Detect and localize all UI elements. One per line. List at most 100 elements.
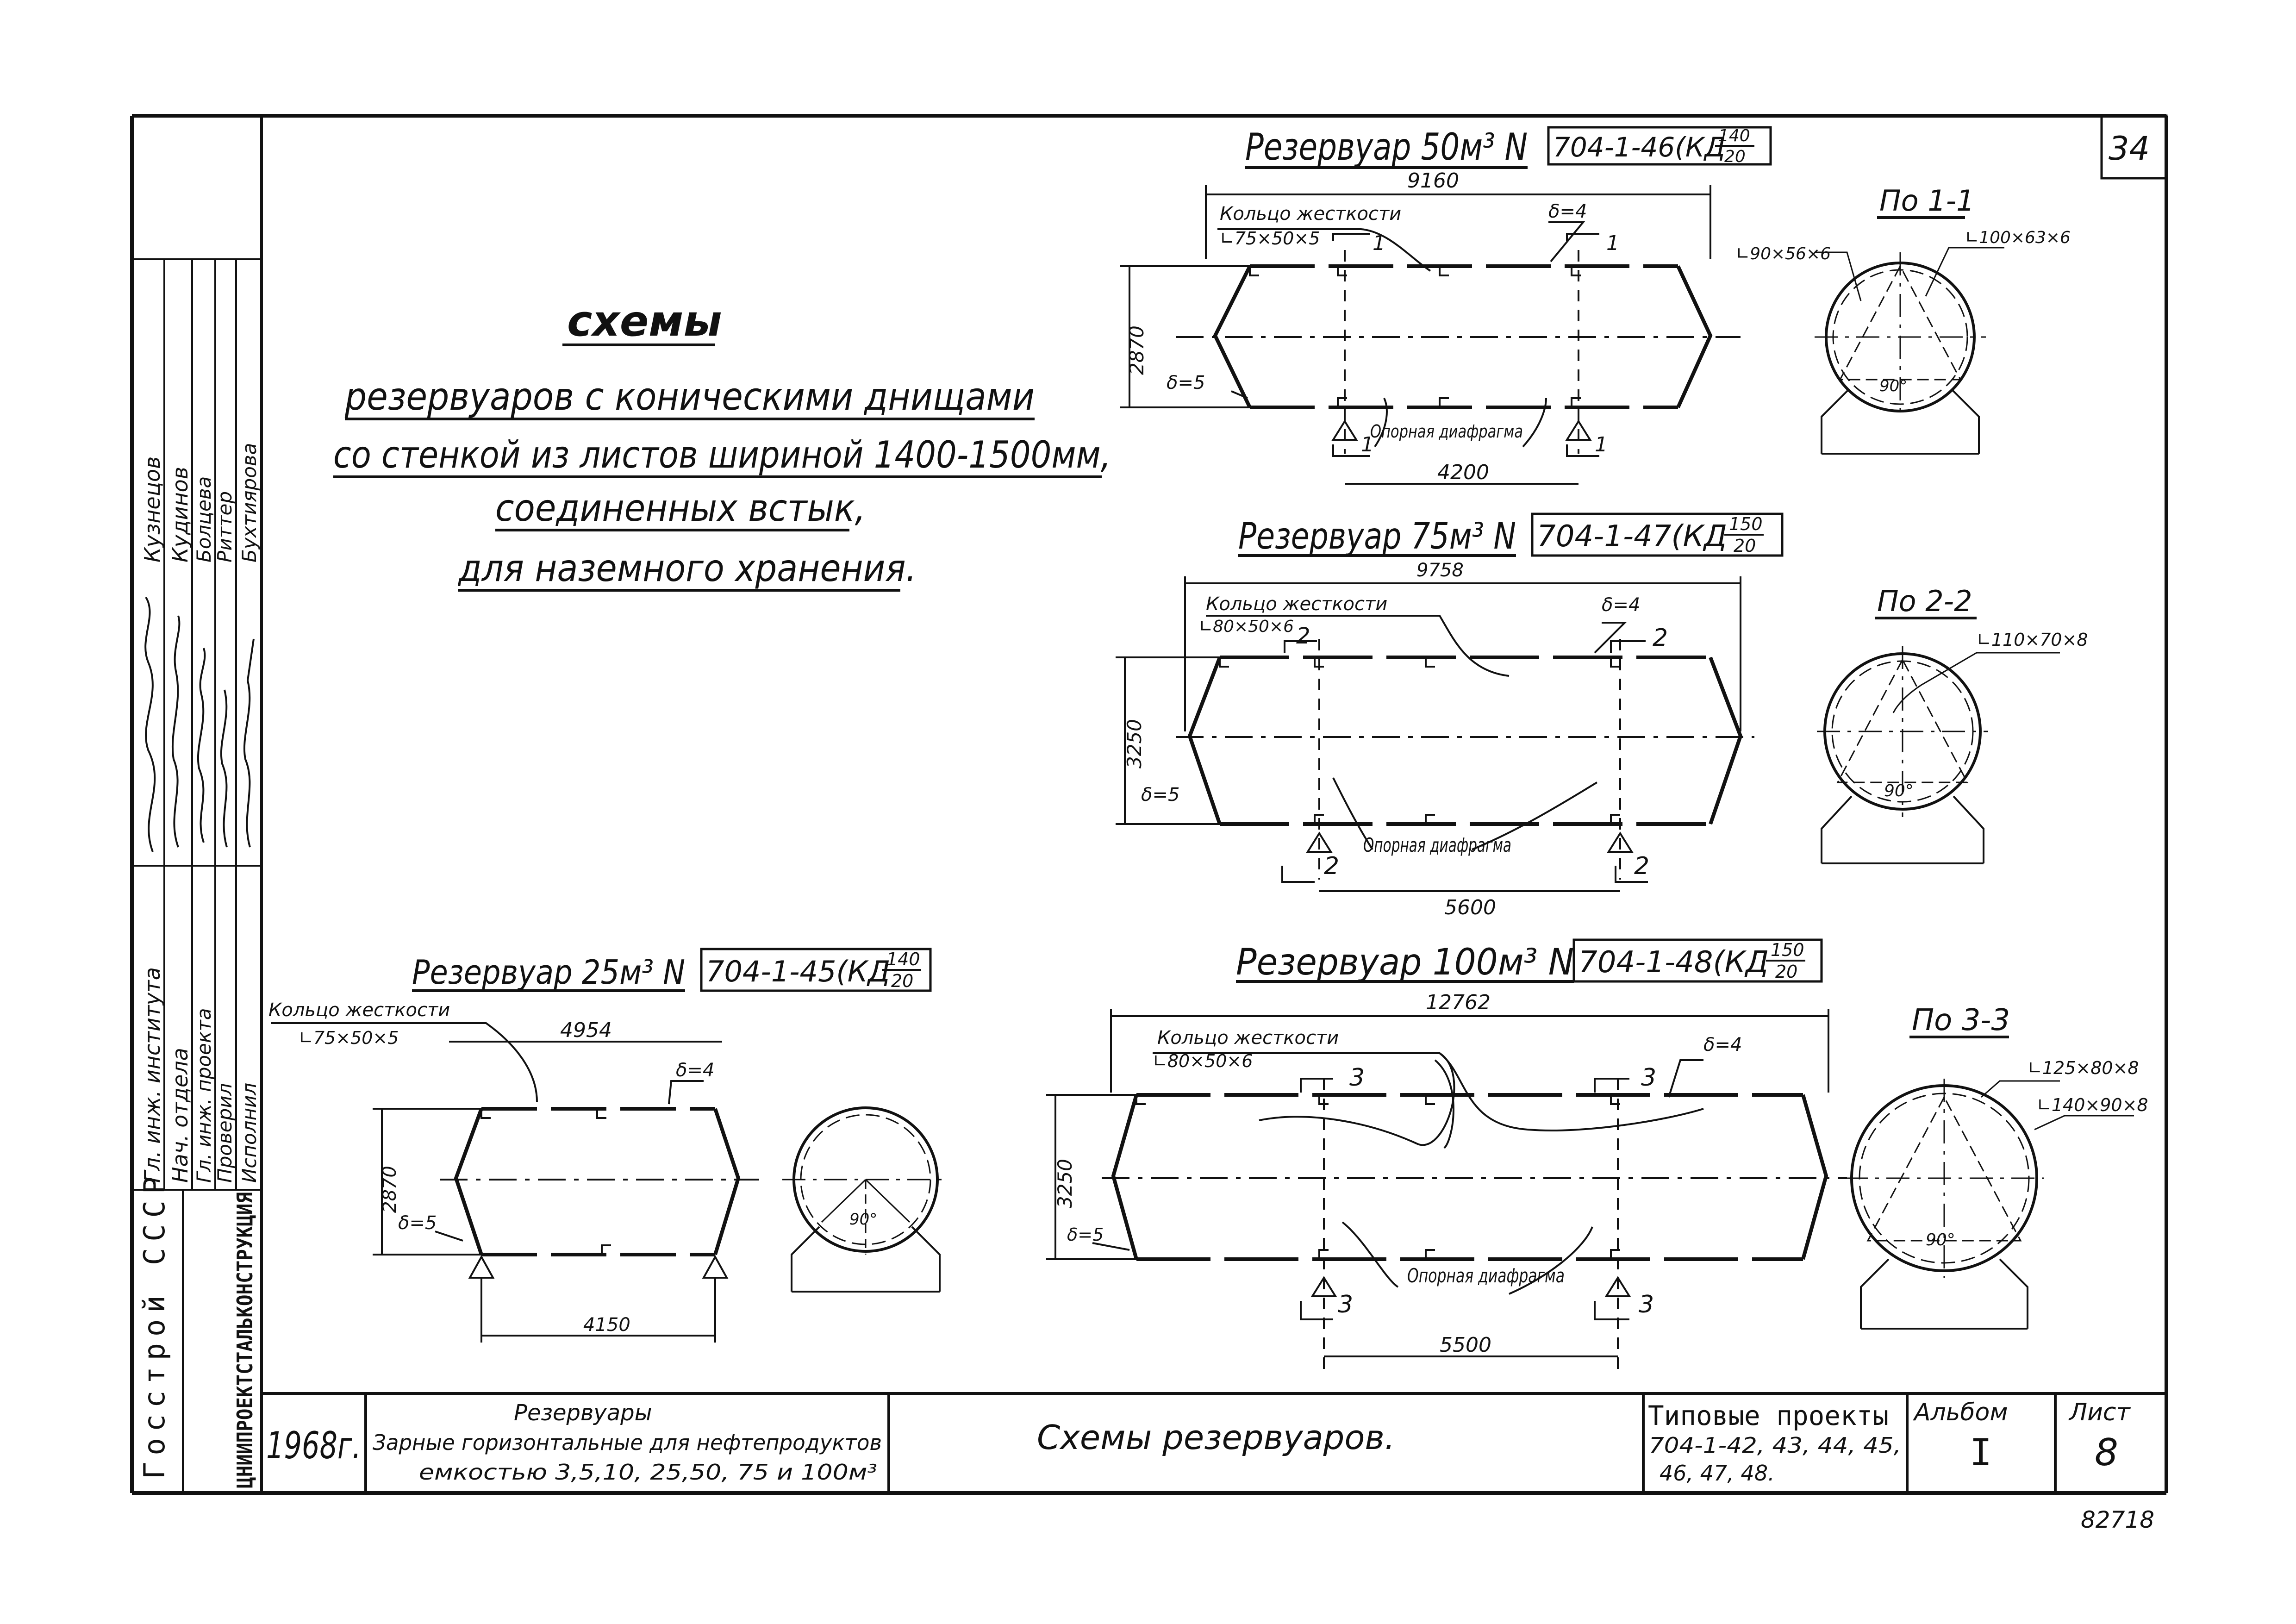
tank-50-frac-num: 140 xyxy=(1718,126,1750,145)
tank-50-section-mark-tr: 1 xyxy=(1606,231,1619,255)
tank-25-bottom-thickness: δ=5 xyxy=(398,1212,437,1234)
title-year: 1968г. xyxy=(266,1424,361,1467)
tank-100-title: Резервуар 100м³ N xyxy=(1236,942,1574,983)
name-ritter: Риттер xyxy=(213,491,236,562)
tank-100-section-title: По 3-3 xyxy=(1912,1003,2010,1037)
tank-50-title: Резервуар 50м³ N xyxy=(1245,125,1528,169)
tank-25-section: 90° xyxy=(782,1106,949,1293)
main-title-line4: соединенных встык, xyxy=(495,487,866,530)
name-boltseva: Болцева xyxy=(193,476,215,562)
tank-50-section-mark-br: 1 xyxy=(1595,433,1608,456)
org-tsniiproekt: ЦНИИПРОЕКТСТАЛЬКОНСТРУКЦИЯ xyxy=(232,1192,257,1488)
role-checked: Проверил xyxy=(213,1083,236,1183)
tank-100-bottom-thickness: δ=5 xyxy=(1067,1224,1104,1245)
projects-line1: 704-1-42, 43, 44, 45, xyxy=(1649,1433,1901,1458)
tank-100-section-mark-bl: 3 xyxy=(1338,1291,1353,1318)
tank-75-frac-num: 150 xyxy=(1729,514,1763,534)
tank-100-length: 12762 xyxy=(1426,991,1491,1014)
tank-75-section-mark-br: 2 xyxy=(1634,852,1649,880)
tank-50-bottom-thickness: δ=5 xyxy=(1167,372,1205,394)
tank-100-frac-num: 150 xyxy=(1771,940,1804,960)
tank-75-code: 704-1-47(КД xyxy=(1537,519,1727,554)
tank-50-elevation: 9160 2870 Кольцо жесткости ∟75×50×5 δ=4 … xyxy=(1120,169,1741,485)
tank-100-header: Резервуар 100м³ N 704-1-48(КД 150 20 xyxy=(1236,938,1823,983)
sheet-frame xyxy=(130,114,2168,1495)
tank-75-ring-label: Кольцо жесткости xyxy=(1206,593,1387,615)
tank-100-section-profile-right2: ∟140×90×8 xyxy=(2037,1095,2148,1115)
page-number: 34 xyxy=(2109,130,2150,168)
tank-50-section-title: По 1-1 xyxy=(1879,184,1975,218)
name-kuznetsov: Кузнецов xyxy=(140,456,165,562)
tank-75-title: Резервуар 75м³ N xyxy=(1238,516,1516,557)
title-desc-line3: емкостью 3,5,10, 25,50, 75 и 100м³ xyxy=(419,1460,877,1485)
tank-75-frac-den: 20 xyxy=(1734,536,1756,556)
tank-100-section-mark-tr: 3 xyxy=(1641,1064,1656,1092)
tank-50-diaphragm-label: Опорная диафрагма xyxy=(1370,421,1523,442)
tank-25-ring-profile: ∟75×50×5 xyxy=(299,1028,399,1048)
tank-50-header: Резервуар 50м³ N 704-1-46(КД 140 20 xyxy=(1245,125,1772,169)
tank-25-frac-den: 20 xyxy=(891,971,913,991)
tank-100-code: 704-1-48(КД xyxy=(1578,945,1769,980)
tank-100-ring-profile: ∟80×50×6 xyxy=(1153,1051,1253,1071)
role-dept-head: Нач. отдела xyxy=(168,1048,193,1183)
main-title-line2: резервуаров с коническими днищами xyxy=(344,375,1035,419)
album-label: Альбом xyxy=(1913,1399,2008,1426)
tank-50-section-profile-right: ∟100×63×6 xyxy=(1965,228,2071,247)
tank-75-support-distance: 5600 xyxy=(1444,896,1496,919)
tank-75-section: По 2-2 ∟110×70×8 90° xyxy=(1817,584,2088,864)
title-desc-line2: Зарные горизонтальные для нефтепродуктов xyxy=(373,1430,882,1455)
tank-75-length: 9758 xyxy=(1416,560,1464,581)
org-gosstroy: Госстрой СССР xyxy=(137,1170,171,1479)
signatures xyxy=(144,596,255,852)
tank-50-ring-profile: ∟75×50×5 xyxy=(1220,228,1320,249)
projects-label: Типовые проекты xyxy=(1648,1400,1889,1431)
tank-75-section-mark-tl: 2 xyxy=(1296,623,1310,649)
tank-100-frac-den: 20 xyxy=(1775,962,1797,982)
tank-50-height: 2870 xyxy=(1125,325,1148,375)
tank-75-height: 3250 xyxy=(1123,719,1146,768)
tank-75-section-angle: 90° xyxy=(1884,781,1914,800)
tank-25-section-angle: 90° xyxy=(849,1210,877,1229)
tank-25-code: 704-1-45(КД xyxy=(706,955,890,988)
tank-50-section-profile-left: ∟90×56×6 xyxy=(1736,244,1831,263)
tank-75-ring-profile: ∟80×50×6 xyxy=(1199,617,1294,636)
tank-50-section-angle: 90° xyxy=(1879,377,1907,395)
tank-100-section-angle: 90° xyxy=(1926,1230,1955,1249)
main-title-line3: со стенкой из листов шириной 1400-1500мм… xyxy=(333,433,1111,476)
tank-75-section-mark-tr: 2 xyxy=(1653,624,1668,652)
tank-50-section-mark-bl: 1 xyxy=(1361,433,1374,456)
tank-100-support-distance: 5500 xyxy=(1440,1333,1491,1357)
projects-line2: 46, 47, 48. xyxy=(1660,1461,1775,1486)
sheet-title: Схемы резервуаров. xyxy=(1037,1418,1395,1457)
tank-50-frac-den: 20 xyxy=(1724,147,1746,166)
tank-25-shell-thickness: δ=4 xyxy=(676,1060,714,1081)
tank-100-section-profile-right: ∟125×80×8 xyxy=(2028,1058,2139,1078)
role-project-engineer: Гл. инж. проекта xyxy=(193,1008,215,1183)
tank-25-frac-num: 140 xyxy=(886,949,920,969)
tank-75-diaphragm-label: Опорная диафрагма xyxy=(1363,834,1511,856)
album-value: I xyxy=(1970,1431,1992,1474)
tank-100-section-mark-br: 3 xyxy=(1639,1291,1654,1318)
tank-25-elevation: 4954 2870 Кольцо жесткости ∟75×50×5 δ=4 … xyxy=(268,999,759,1343)
main-title-line5: для наземного хранения. xyxy=(457,547,917,590)
tank-50-support-distance: 4200 xyxy=(1437,461,1489,484)
role-chief-engineer: Гл. инж. института xyxy=(140,967,165,1183)
main-title: схемы резервуаров с коническими днищами … xyxy=(333,296,1111,592)
tank-50-length: 9160 xyxy=(1407,169,1459,193)
tank-100-section: По 3-3 ∟125×80×8 ∟140×90×8 90° xyxy=(1845,1003,2148,1330)
tank-50-code: 704-1-46(КД xyxy=(1553,131,1725,163)
tank-75-bottom-thickness: δ=5 xyxy=(1141,784,1179,806)
sheet-value: 8 xyxy=(2095,1431,2118,1474)
tank-100-elevation: 12762 3250 Кольцо жесткости ∟80×50×6 δ=4… xyxy=(1046,991,1847,1370)
tank-25-ring-label: Кольцо жесткости xyxy=(268,999,450,1021)
tank-75-section-title: По 2-2 xyxy=(1877,584,1972,618)
tank-100-ring-label: Кольцо жесткости xyxy=(1157,1027,1339,1049)
tank-25-header: Резервуар 25м³ N 704-1-45(КД 140 20 xyxy=(412,948,932,992)
tank-50-ring-label: Кольцо жесткости xyxy=(1220,203,1401,225)
role-executed: Исполнил xyxy=(238,1083,261,1183)
tank-25-title: Резервуар 25м³ N xyxy=(412,953,685,992)
tank-75-section-profile-right: ∟110×70×8 xyxy=(1977,630,2088,650)
tank-50-section-mark-tl: 1 xyxy=(1373,231,1385,255)
inventory-number: 82718 xyxy=(2081,1506,2154,1533)
